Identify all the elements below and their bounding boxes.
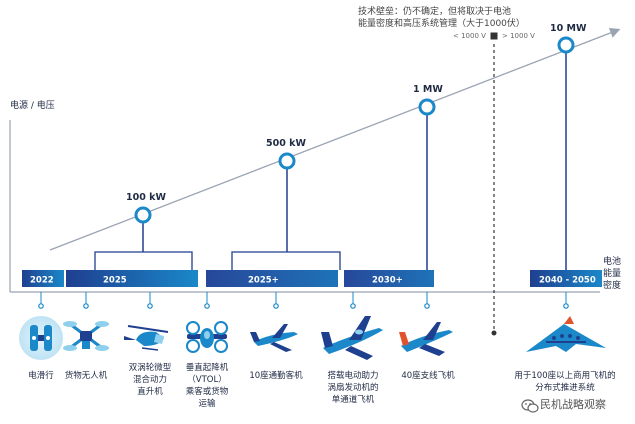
commuter-plane-icon bbox=[250, 324, 298, 352]
barrier-end-dot bbox=[491, 330, 497, 336]
application-connectors bbox=[38, 292, 569, 309]
power-nodes: 100 kW 500 kW 1 MW 10 MW bbox=[126, 23, 587, 270]
vtol-aircraft-icon bbox=[186, 321, 228, 353]
hybrid-helicopter-icon bbox=[124, 325, 169, 351]
application-label-commuter-plane: 10座通勤客机 bbox=[249, 371, 303, 381]
electric-taxi-wheel-icon bbox=[19, 316, 63, 360]
power-node-1mw bbox=[418, 98, 436, 116]
y-axis-label: 电源 / 电压 bbox=[10, 101, 55, 111]
application-label-single-aisle: 搭载电动助力 涡扇发动机的 单通道飞机 bbox=[327, 371, 379, 405]
bracket-2025 bbox=[94, 251, 193, 270]
timeline-brackets bbox=[94, 251, 341, 270]
x-axis-label: 电池 能量 密度 bbox=[603, 257, 622, 291]
power-label-10mw: 10 MW bbox=[550, 23, 587, 34]
timeline-label-2022: 2022 bbox=[30, 276, 54, 286]
cargo-drone-icon bbox=[63, 321, 109, 351]
power-node-100kw bbox=[134, 206, 152, 224]
tech-barrier bbox=[490, 32, 498, 336]
application-label-vtol: 垂直起降机 （VTOL） 乘客或货物 运输 bbox=[185, 363, 229, 409]
application-label-cargo-drone: 货物无人机 bbox=[64, 371, 108, 381]
timeline-label-2025: 2025 bbox=[103, 276, 127, 286]
power-label-100kw: 100 kW bbox=[126, 192, 166, 203]
blended-wing-aircraft-icon bbox=[526, 316, 606, 352]
barrier-marker bbox=[490, 32, 498, 40]
watermark-text: 民机战略观察 bbox=[540, 398, 606, 411]
barrier-right-label: > 1000 V bbox=[502, 32, 535, 40]
timeline-label-2040-2050: 2040 - 2050 bbox=[539, 276, 596, 286]
timeline-bar-2040-2050 bbox=[530, 270, 602, 287]
power-node-10mw bbox=[557, 36, 575, 54]
timeline-bar-2025 bbox=[66, 270, 198, 287]
timeline-label-2030-plus: 2030+ bbox=[372, 276, 403, 286]
regional-plane-icon bbox=[399, 322, 453, 356]
barrier-left-label: < 1000 V bbox=[453, 32, 486, 40]
power-label-1mw: 1 MW bbox=[413, 84, 443, 95]
timeline-bars: 2022 2025 2025+ 2030+ 2040 - 2050 bbox=[22, 270, 602, 287]
power-node-500kw bbox=[278, 152, 296, 170]
application-label-distributed-propulsion: 用于100座以上商用飞机的 分布式推进系统 bbox=[514, 371, 616, 393]
timeline-bar-2022 bbox=[22, 270, 64, 287]
application-label-hybrid-helicopter: 双涡轮微型 混合动力 直升机 bbox=[128, 363, 172, 397]
power-label-500kw: 500 kW bbox=[266, 138, 306, 149]
timeline-bar-2030-plus bbox=[344, 270, 434, 287]
wechat-icon bbox=[521, 399, 539, 413]
barrier-text: 技术壁垒：仍不确定，但将取决于电池 能量密度和高压系统管理（大于1000伏） bbox=[358, 7, 525, 29]
bracket-2025-plus bbox=[231, 251, 341, 270]
timeline-bar-2025-plus bbox=[206, 270, 338, 287]
application-label-regional-plane: 40座支线飞机 bbox=[401, 371, 455, 381]
timeline-label-2025-plus: 2025+ bbox=[248, 276, 279, 286]
axes bbox=[9, 27, 621, 293]
application-label-electric-taxi: 电滑行 bbox=[28, 371, 54, 381]
single-aisle-jet-icon bbox=[321, 316, 383, 360]
